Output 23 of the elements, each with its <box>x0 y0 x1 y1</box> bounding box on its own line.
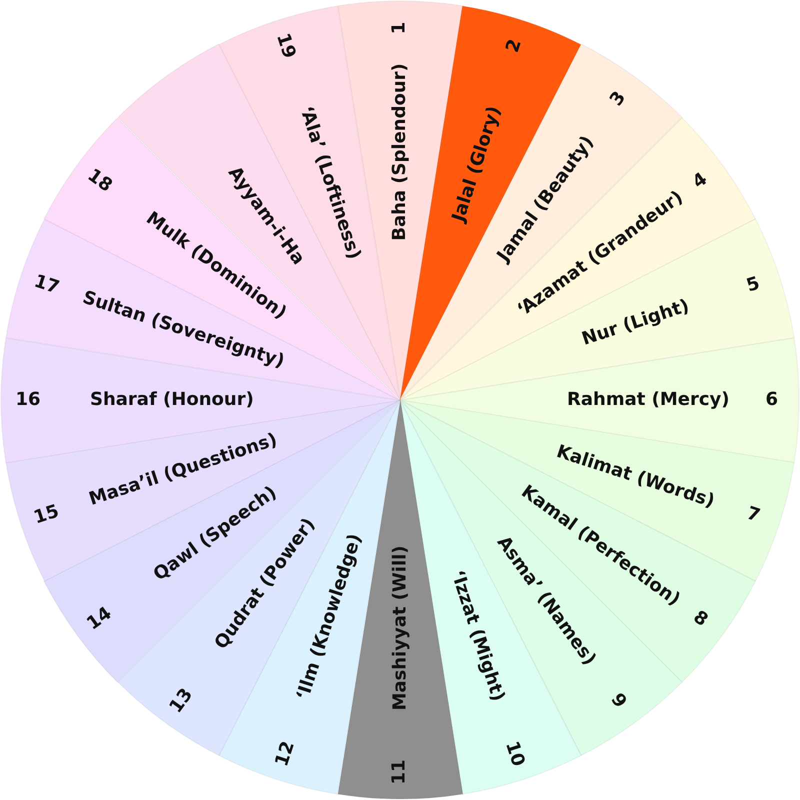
segment-number: 15 <box>32 502 61 528</box>
segment-name: Sharaf (Honour) <box>90 390 254 409</box>
segment-number: 6 <box>766 390 778 409</box>
segment-number: 7 <box>744 504 762 526</box>
segment-name: Rahmat (Mercy) <box>567 390 730 409</box>
segment-number: 16 <box>16 390 41 409</box>
segment-number: 13 <box>166 686 196 716</box>
segment-number: 18 <box>84 166 114 196</box>
segment-number: 14 <box>84 604 114 634</box>
segment-name: Mashiyyat (Will) <box>391 545 410 711</box>
segment-number: 9 <box>607 690 630 712</box>
segment-number: 12 <box>272 739 298 768</box>
segment-number: 1 <box>390 22 409 34</box>
segment-number: 17 <box>32 272 61 298</box>
segment-number: 19 <box>272 32 298 61</box>
segment-number: 11 <box>391 759 410 785</box>
segment-number: 8 <box>690 608 712 630</box>
segment-number: 5 <box>744 274 762 296</box>
segment-number: 2 <box>504 37 526 55</box>
segment-number: 4 <box>690 170 712 192</box>
segment-number: 3 <box>607 88 630 110</box>
segment-name: Baha (Splendour) <box>390 63 409 241</box>
segment-number: 10 <box>502 739 528 768</box>
